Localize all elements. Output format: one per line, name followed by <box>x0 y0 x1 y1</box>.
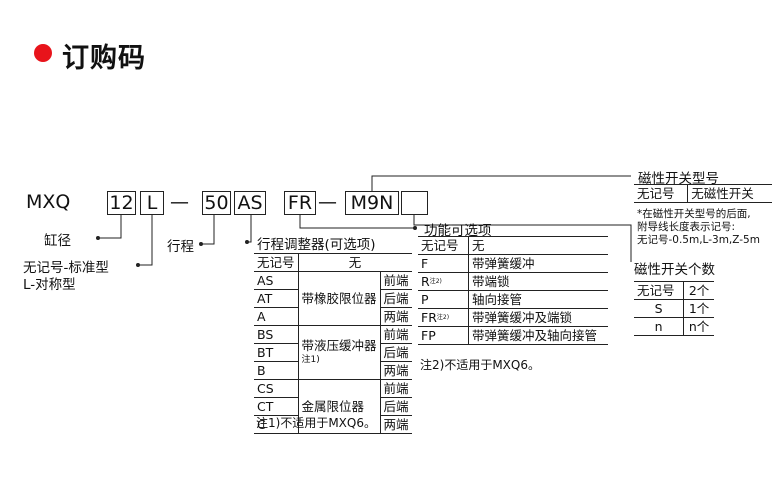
code-switch-qty-box <box>401 191 428 215</box>
table-row: FR注2) 带弹簧缓冲及端锁 <box>418 308 608 327</box>
table-cell: 带液压缓冲器 注1) <box>298 325 381 380</box>
table-cell: R注2) <box>418 272 469 291</box>
table-cell: BT <box>254 343 299 362</box>
function-sup: 注2) <box>429 278 442 285</box>
table-cell: B <box>254 361 299 380</box>
title-bullet-icon <box>34 44 52 62</box>
table-cell: F <box>418 254 469 273</box>
group-name: 带液压缓冲器 <box>301 337 377 353</box>
table-cell: 后端 <box>383 291 409 306</box>
code-switch-box: M9N <box>345 191 399 215</box>
stroke-adjuster-table: 无记号 无 AS 带橡胶限位器 前端 AT 后端 A 两端 BS 带液压缓冲器 … <box>254 253 412 434</box>
function-footnote: 注2)不适用于MXQ6。 <box>420 358 540 372</box>
table-cell: C <box>254 415 299 434</box>
label-stroke: 行程 <box>167 239 194 255</box>
table-row: R注2) 带端锁 <box>418 272 608 291</box>
adjuster-footnote: 注1)不适用于MXQ6。 <box>256 416 376 430</box>
table-row: BS 带液压缓冲器 注1) 前端 <box>254 325 412 380</box>
label-type-symmetric: L-对称型 <box>23 277 76 293</box>
label-bore: 缸径 <box>44 233 71 249</box>
table-cell: FR注2) <box>418 308 469 327</box>
function-code: FP <box>421 328 436 343</box>
table-cell: 两端 <box>383 309 409 324</box>
function-code: R <box>421 274 430 289</box>
note-line: 无记号-0.5m,L-3m,Z-5m <box>637 234 760 246</box>
table-cell: 两端 <box>383 363 409 378</box>
table-cell: 带弹簧缓冲 <box>472 256 535 271</box>
table-cell: FP <box>418 326 469 345</box>
table-header-row: 无记号 无 <box>418 236 608 255</box>
table-cell: 带弹簧缓冲及端锁 <box>472 310 573 325</box>
function-code: P <box>421 292 429 307</box>
table-cell: AT <box>254 289 299 308</box>
table-row: S 1个 <box>634 299 714 318</box>
table-cell: 带弹簧缓冲及轴向接管 <box>472 328 598 343</box>
code-bore-box: 12 <box>107 191 136 215</box>
table-row: P 轴向接管 <box>418 290 608 309</box>
table-row: n n个 <box>634 317 714 336</box>
table-cell: 前端 <box>383 327 409 342</box>
function-code: FR <box>421 310 437 325</box>
label-switch-model: 磁性开关型号 <box>638 171 719 187</box>
table-cell: 无记号 <box>418 236 469 255</box>
table-cell: S <box>634 299 685 318</box>
code-dash-1: — <box>170 191 189 213</box>
table-cell: 无记号 <box>634 281 685 300</box>
code-function-box: FR <box>284 191 316 215</box>
switch-model-table: 无记号 无磁性开关 <box>634 184 772 203</box>
function-option-table: 无记号 无 F 带弹簧缓冲 R注2) 带端锁 P 轴向接管 FR注2) 带弹簧缓… <box>418 236 608 345</box>
table-cell: 无 <box>472 238 485 253</box>
group-note: 注1) <box>301 354 320 365</box>
table-cell: 无 <box>348 255 362 270</box>
table-header-row: 无记号 2个 <box>634 281 714 300</box>
table-cell: 轴向接管 <box>472 292 523 307</box>
table-cell: CT <box>254 397 299 416</box>
page-title: 订购码 <box>62 43 146 74</box>
table-cell: 前端 <box>383 381 409 396</box>
table-cell: 带橡胶限位器 <box>298 271 381 326</box>
table-cell: 后端 <box>383 345 409 360</box>
table-row: BT 后端 <box>254 343 412 362</box>
function-sup: 注2) <box>436 314 450 321</box>
table-cell: AS <box>254 271 299 290</box>
table-row: FP 带弹簧缓冲及轴向接管 <box>418 326 608 345</box>
table-header-row: 无记号 无 <box>254 253 412 272</box>
table-cell: 无磁性开关 <box>691 186 754 201</box>
table-cell: 金属限位器 <box>298 379 381 434</box>
table-cell: 无记号 <box>254 253 299 272</box>
table-header-row: 无记号 无磁性开关 <box>634 184 772 203</box>
code-type-box: L <box>140 191 164 215</box>
table-cell: CS <box>254 379 299 398</box>
table-cell: 1个 <box>688 301 710 316</box>
table-cell: 2个 <box>688 283 710 298</box>
table-cell: A <box>254 307 299 326</box>
note-line: 附导线长度表示记号: <box>637 221 736 233</box>
label-type-standard: 无记号-标准型 <box>23 260 109 276</box>
switch-qty-table: 无记号 2个 S 1个 n n个 <box>634 281 714 336</box>
table-cell: 前端 <box>383 273 409 288</box>
label-stroke-adjuster: 行程调整器(可选项) <box>257 237 376 253</box>
table-cell: n <box>634 317 685 336</box>
table-row: F 带弹簧缓冲 <box>418 254 608 273</box>
label-function-option: 功能可选项 <box>424 223 492 239</box>
table-cell: 带端锁 <box>472 274 510 289</box>
table-cell: 两端 <box>383 417 409 432</box>
table-cell: BS <box>254 325 299 344</box>
note-line: *在磁性开关型号的后面, <box>637 208 751 220</box>
table-cell: n个 <box>688 319 710 334</box>
table-row: CS 金属限位器 前端 <box>254 379 412 434</box>
label-switch-qty: 磁性开关个数 <box>634 262 715 278</box>
table-row: AS 带橡胶限位器 前端 <box>254 271 412 326</box>
table-cell: 后端 <box>383 399 409 414</box>
table-cell: P <box>418 290 469 309</box>
function-code: F <box>421 256 429 271</box>
code-stroke-box: 50 <box>202 191 231 215</box>
code-prefix: MXQ <box>26 191 71 213</box>
code-stroke-adjuster-box: AS <box>234 191 266 215</box>
table-cell: 无记号 <box>634 184 689 203</box>
switch-model-notes: *在磁性开关型号的后面, 附导线长度表示记号: 无记号-0.5m,L-3m,Z-… <box>637 208 779 247</box>
code-dash-2: — <box>318 191 337 213</box>
